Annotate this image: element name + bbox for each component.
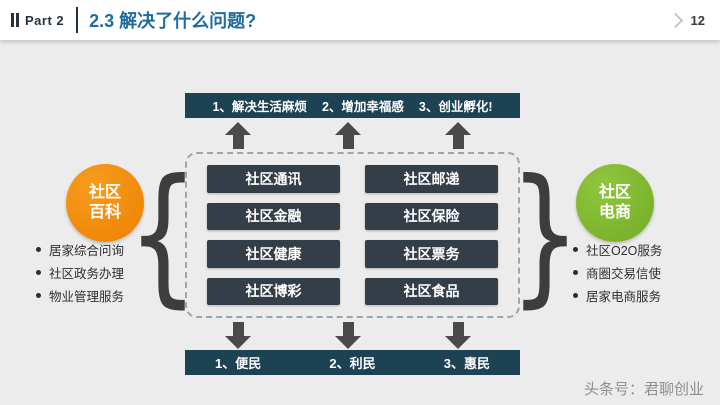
list-item: 物业管理服务 [36, 284, 124, 307]
list-item: 居家综合问询 [36, 238, 124, 261]
bullet-text: 社区政务办理 [49, 267, 125, 281]
list-item: 社区政务办理 [36, 261, 124, 284]
top-banner-item: 2、增加幸福感 [321, 100, 404, 114]
left-bullet-list: 居家综合问询 社区政务办理 物业管理服务 [36, 238, 124, 307]
circle-label-line: 电商 [598, 204, 631, 221]
watermark: 头条号：君聊创业 [583, 381, 704, 398]
part-bars-icon [11, 13, 19, 27]
service-item: 社区食品 [365, 277, 498, 305]
bullet-dot-icon [573, 247, 578, 252]
top-banner-item: 1、解决生活麻烦 [212, 100, 307, 114]
bullet-text: 物业管理服务 [49, 290, 125, 304]
list-item: 商圈交易信使 [573, 261, 662, 284]
bottom-banner-item: 2、利民 [329, 356, 376, 371]
slide-header: Part 2 2.3 解决了什么问题? 12 [0, 0, 720, 40]
up-arrow-icon [225, 122, 251, 149]
top-benefits-banner: 1、解决生活麻烦 2、增加幸福感 3、创业孵化! [185, 93, 520, 118]
header-right: 12 [667, 12, 705, 29]
circle-label-line: 社区 [598, 184, 631, 201]
chevron-right-icon [667, 12, 683, 29]
community-wiki-circle: 社区 百科 [66, 164, 144, 242]
up-arrow-icon [335, 122, 361, 149]
part-label: Part 2 [25, 12, 65, 28]
bullet-dot-icon [36, 247, 41, 252]
service-item: 社区保险 [365, 202, 498, 230]
list-item: 社区O2O服务 [573, 238, 662, 261]
bullet-text: 居家综合问询 [49, 244, 125, 258]
down-arrow-icon [225, 322, 251, 349]
right-brace: } [509, 148, 581, 322]
bullet-dot-icon [573, 270, 578, 275]
bullet-text: 社区O2O服务 [586, 244, 663, 258]
down-arrow-icon [445, 322, 471, 349]
list-item: 居家电商服务 [573, 284, 662, 307]
service-item: 社区健康 [207, 240, 340, 268]
bullet-dot-icon [36, 293, 41, 298]
circle-label-line: 社区 [88, 184, 121, 201]
bottom-banner-item: 1、便民 [215, 356, 262, 371]
page-title: 2.3 解决了什么问题? [89, 11, 257, 31]
bottom-banner-item: 3、惠民 [443, 356, 490, 371]
services-grid: 社区通讯 社区邮递 社区金融 社区保险 社区健康 社区票务 社区博彩 社区食品 [185, 152, 520, 318]
service-item: 社区金融 [207, 202, 340, 230]
circle-label-line: 百科 [88, 204, 121, 221]
up-arrow-icon [445, 122, 471, 149]
service-item: 社区博彩 [207, 277, 340, 305]
service-item: 社区邮递 [365, 165, 498, 193]
bullet-text: 居家电商服务 [586, 290, 662, 304]
bottom-benefits-banner: 1、便民 2、利民 3、惠民 [185, 350, 520, 375]
top-banner-item: 3、创业孵化! [418, 100, 493, 114]
header-divider [76, 7, 79, 33]
page-number: 12 [690, 12, 705, 28]
bullet-dot-icon [573, 293, 578, 298]
community-ecommerce-circle: 社区 电商 [576, 164, 654, 242]
right-bullet-list: 社区O2O服务 商圈交易信使 居家电商服务 [573, 238, 662, 307]
left-brace: { [127, 148, 199, 322]
bullet-dot-icon [36, 270, 41, 275]
service-item: 社区通讯 [207, 165, 340, 193]
down-arrow-icon [335, 322, 361, 349]
bullet-text: 商圈交易信使 [586, 267, 662, 281]
service-item: 社区票务 [365, 240, 498, 268]
